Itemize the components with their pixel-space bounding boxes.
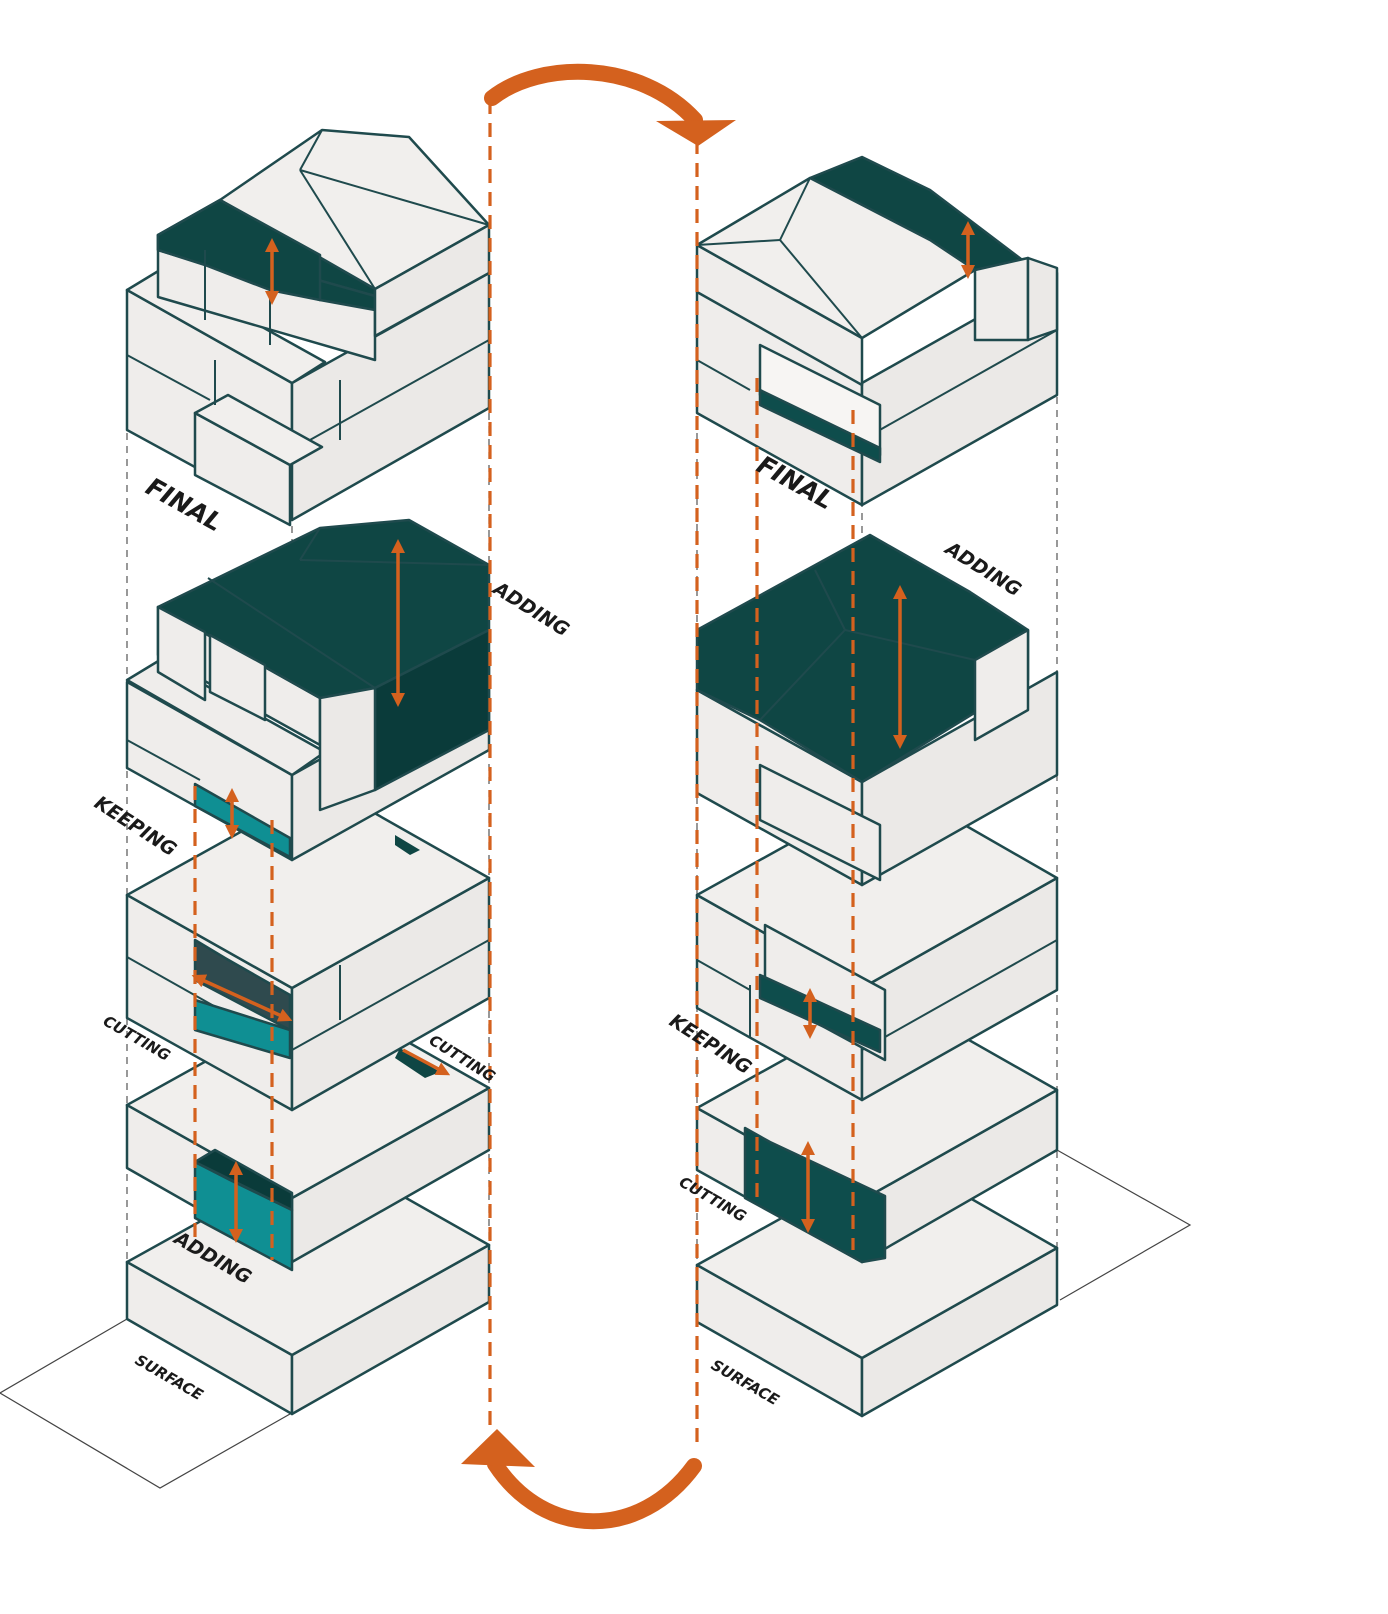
process-loop	[461, 63, 736, 1530]
right-adding-roof	[695, 533, 1059, 887]
right-keeping-block	[695, 783, 1059, 1102]
top-arrowhead	[656, 120, 736, 146]
left-final-block	[125, 128, 491, 527]
right-cutting-void	[743, 1126, 887, 1264]
left-keeping-label: KEEPING	[90, 792, 180, 861]
bottom-arrowhead	[461, 1429, 535, 1467]
left-adding-top-label: ADDING	[488, 577, 573, 642]
left-adding-roof	[156, 518, 491, 812]
left-ground-plane	[0, 1318, 291, 1489]
left-tower	[125, 128, 491, 1416]
right-ground-plane	[1056, 1149, 1192, 1301]
bottom-curved-arrow	[487, 1456, 702, 1530]
right-keeping-volume	[758, 973, 882, 1054]
right-final-block	[695, 155, 1059, 507]
right-cutting-block	[695, 996, 1059, 1264]
right-tower	[695, 155, 1059, 1418]
top-curved-arrow	[484, 63, 703, 128]
